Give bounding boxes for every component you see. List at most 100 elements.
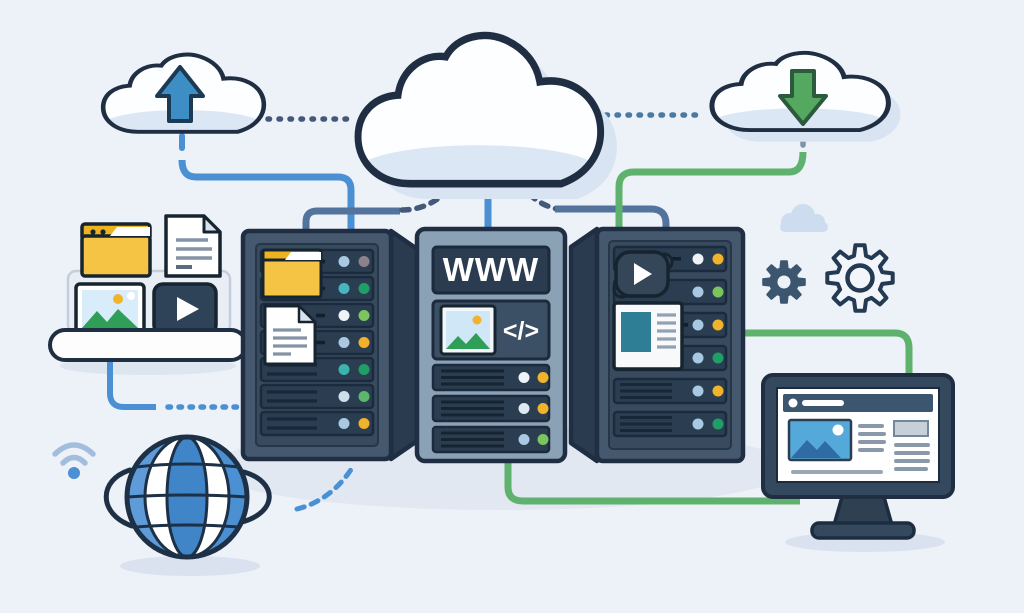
www-band bbox=[431, 245, 551, 295]
server-side bbox=[388, 228, 420, 462]
upload-arrow-icon bbox=[155, 65, 205, 123]
left-server-to-cloud-line bbox=[302, 207, 400, 235]
image-cloud bbox=[127, 292, 135, 300]
led-indicator bbox=[712, 352, 724, 364]
led-indicator bbox=[518, 372, 530, 383]
document-fold bbox=[297, 304, 317, 324]
monitor-base bbox=[810, 521, 916, 540]
page-text-line bbox=[858, 424, 884, 428]
document-fold bbox=[202, 214, 222, 234]
page-text-line bbox=[894, 467, 928, 471]
led-indicator bbox=[338, 310, 350, 321]
play-triangle bbox=[177, 297, 199, 321]
folder-icon bbox=[80, 222, 152, 278]
led-indicator bbox=[338, 364, 350, 375]
video-play-icon bbox=[152, 282, 218, 336]
download-arrow-icon bbox=[778, 69, 828, 126]
gear-large-icon bbox=[825, 243, 895, 313]
image-icon bbox=[74, 282, 146, 336]
led-indicator bbox=[338, 391, 350, 402]
download-to-right-server-line bbox=[615, 151, 807, 242]
document-icon bbox=[164, 214, 222, 278]
led-indicator bbox=[518, 434, 530, 445]
page-text-line bbox=[894, 451, 930, 455]
upload-to-left-server-line bbox=[178, 159, 355, 235]
led-indicator bbox=[712, 385, 724, 397]
led-indicator bbox=[712, 418, 724, 430]
page-image-mountains bbox=[791, 440, 841, 458]
led-indicator bbox=[692, 253, 704, 265]
wifi-arc bbox=[52, 442, 96, 457]
led-indicators bbox=[518, 372, 549, 445]
server-rack-right bbox=[568, 226, 746, 464]
main-cloud bbox=[358, 35, 617, 199]
led-indicator bbox=[692, 385, 704, 397]
slot-dash bbox=[672, 257, 681, 261]
server-rack-left bbox=[240, 228, 420, 462]
folder-dot bbox=[100, 229, 106, 235]
decor-cloud-part bbox=[780, 222, 828, 232]
led-indicator bbox=[338, 256, 350, 267]
globe-outline bbox=[124, 434, 250, 560]
slot-dash bbox=[316, 340, 325, 345]
page-button bbox=[893, 420, 929, 437]
folder-dot bbox=[90, 229, 96, 235]
shelf-table bbox=[48, 328, 248, 362]
article-card-icon bbox=[612, 301, 684, 371]
www-label: WWW bbox=[443, 251, 539, 288]
led-indicator bbox=[358, 364, 370, 375]
browser-header bbox=[783, 394, 933, 412]
card-image bbox=[621, 312, 651, 352]
monitor bbox=[761, 373, 955, 540]
browser-page bbox=[783, 394, 933, 474]
globe-latitude bbox=[135, 523, 239, 529]
code-icon: </> bbox=[503, 317, 539, 345]
shelf-line bbox=[107, 361, 156, 410]
led-indicator bbox=[537, 434, 549, 445]
cloud-shade bbox=[711, 108, 887, 131]
led-indicators bbox=[692, 253, 724, 430]
image-mountains bbox=[446, 333, 490, 349]
globe-icon bbox=[103, 434, 272, 560]
wifi-arc bbox=[60, 454, 88, 466]
play-triangle bbox=[634, 263, 652, 285]
decor-cloud bbox=[780, 204, 828, 232]
page-text-line bbox=[858, 440, 886, 444]
connections bbox=[107, 112, 913, 512]
folder-fold bbox=[110, 227, 150, 236]
globe-latitude bbox=[135, 462, 239, 469]
gear-small-hole bbox=[777, 275, 791, 289]
page-text-line bbox=[894, 443, 930, 447]
wifi-icon bbox=[52, 442, 96, 479]
page-text-line bbox=[858, 448, 884, 452]
globe-band-center bbox=[167, 437, 207, 557]
folder-icon bbox=[261, 248, 323, 299]
gear-large-hole bbox=[845, 263, 875, 293]
led-indicator bbox=[338, 418, 350, 429]
server-rack-center: WWW </> bbox=[414, 226, 568, 464]
video-blob-icon bbox=[612, 250, 674, 299]
monitor-stand bbox=[831, 495, 895, 527]
led-indicator bbox=[358, 310, 370, 321]
led-indicator bbox=[537, 372, 549, 383]
gears bbox=[762, 243, 895, 313]
led-indicator bbox=[692, 319, 704, 331]
led-indicators bbox=[338, 256, 370, 429]
led-indicator bbox=[518, 403, 530, 414]
led-indicator bbox=[712, 319, 724, 331]
image-icon bbox=[439, 304, 497, 356]
server-slots bbox=[431, 363, 551, 454]
globe-shadow bbox=[120, 556, 260, 576]
browser-address-bar bbox=[802, 400, 844, 406]
folder-front bbox=[80, 234, 152, 278]
led-indicator bbox=[358, 337, 370, 348]
page-text-line bbox=[858, 432, 886, 436]
led-indicator bbox=[692, 352, 704, 364]
folder-fold bbox=[285, 252, 321, 260]
cloud-shade bbox=[103, 110, 263, 132]
led-indicator bbox=[692, 418, 704, 430]
server-side bbox=[568, 226, 600, 464]
folder-front bbox=[261, 258, 323, 299]
